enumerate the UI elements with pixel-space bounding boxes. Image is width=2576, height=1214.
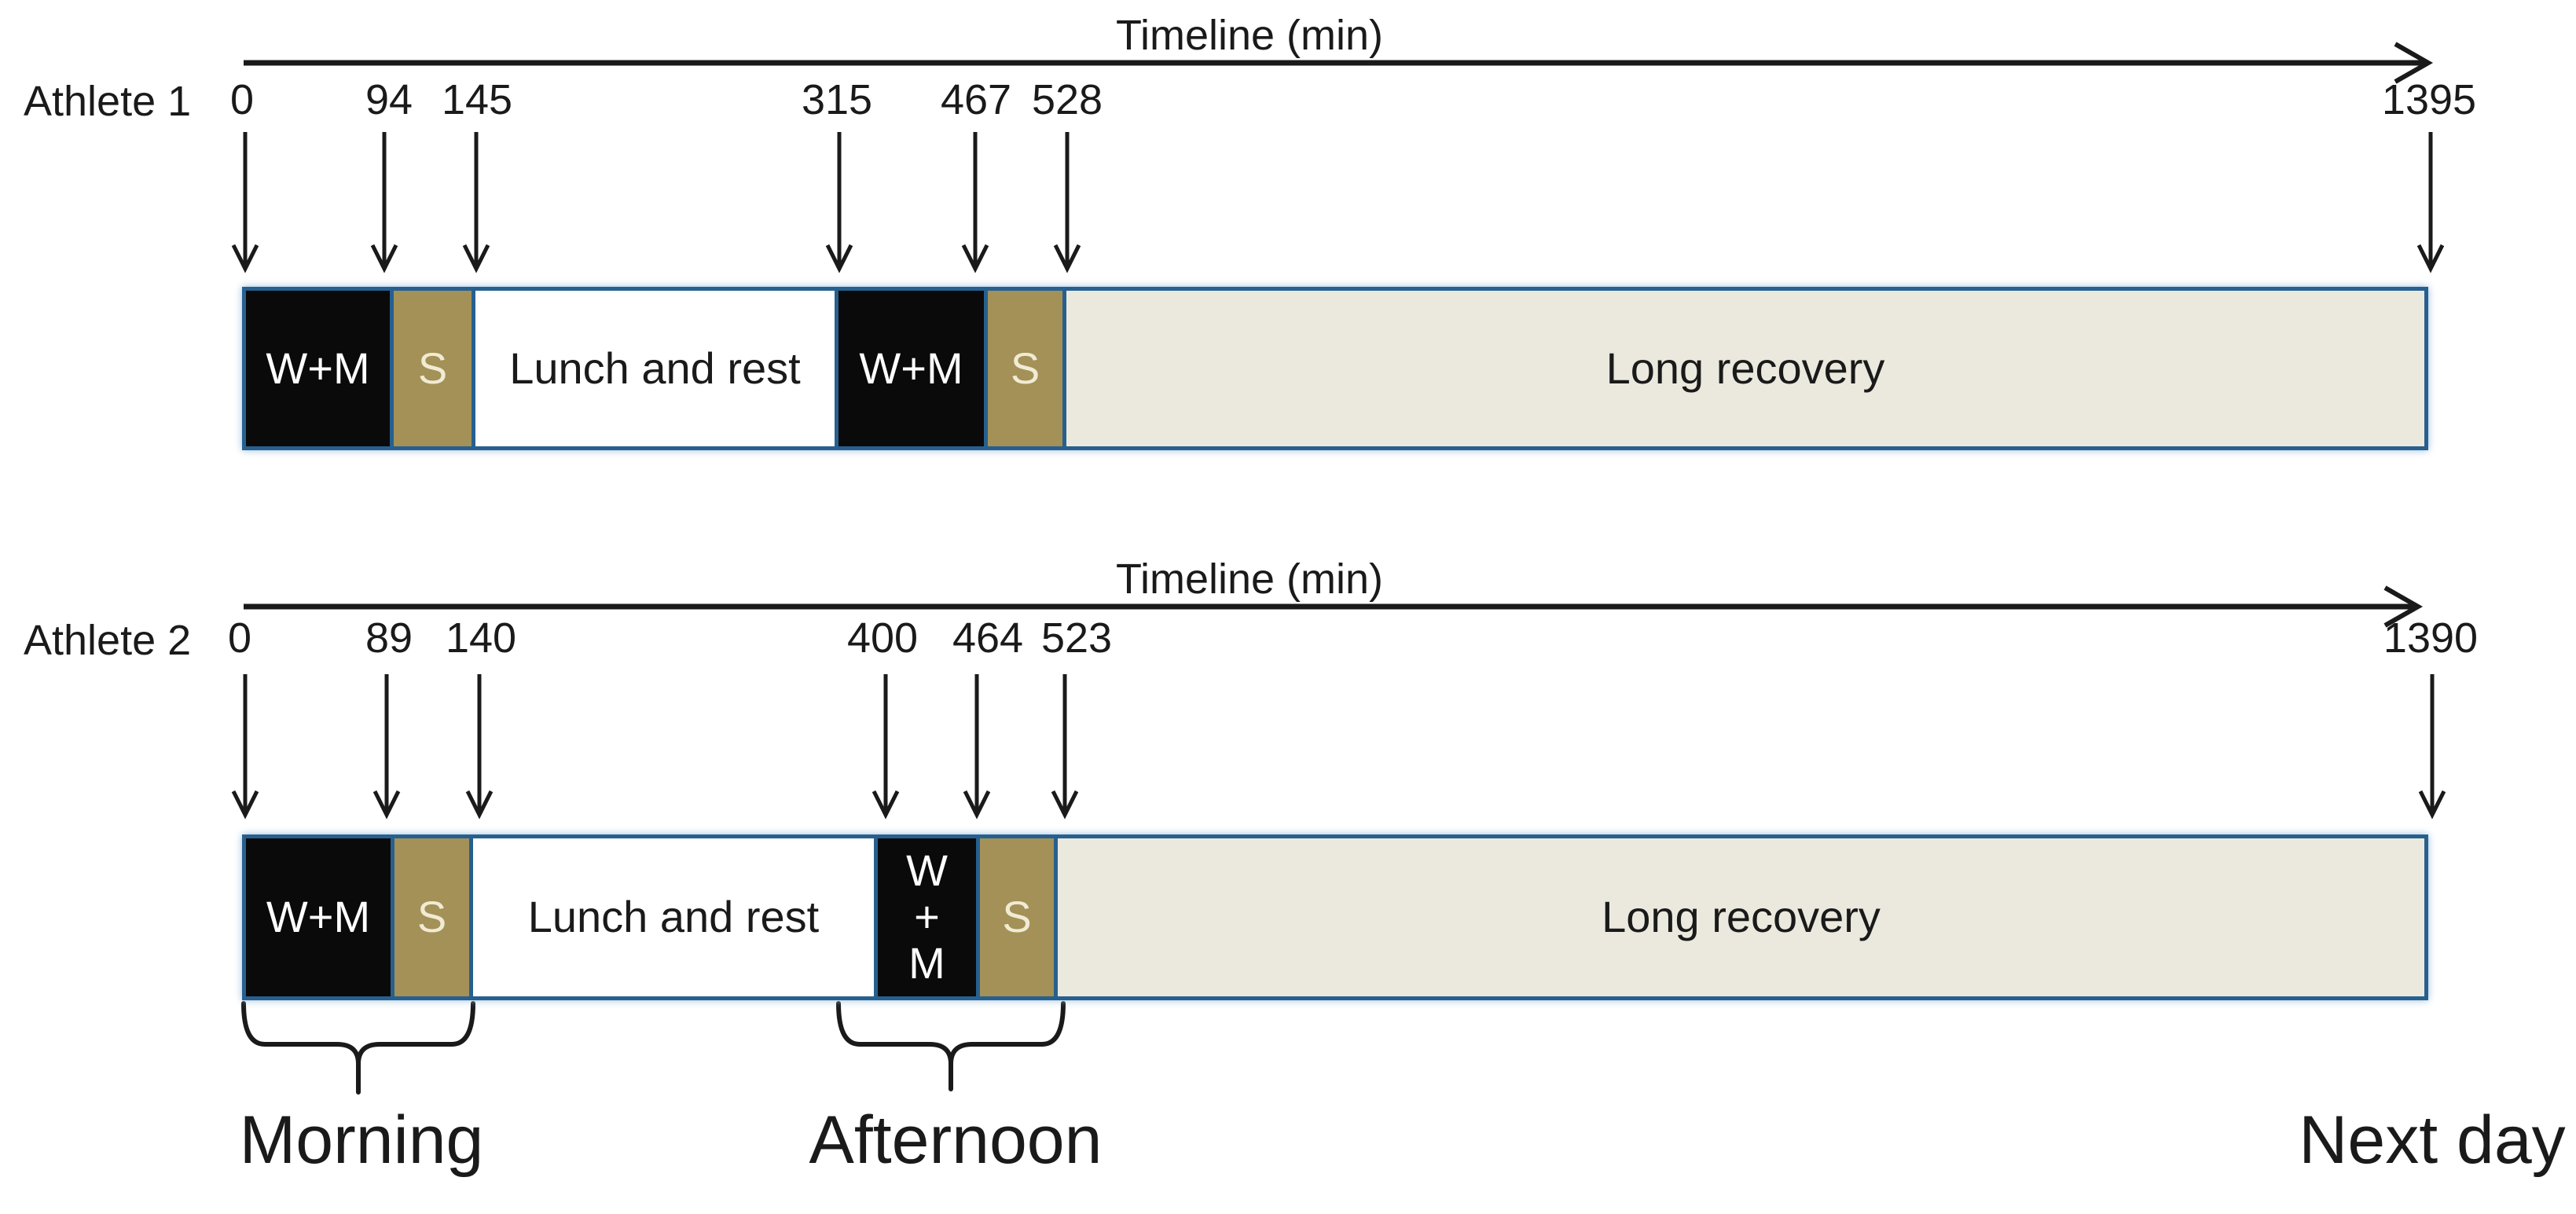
segment-lunch-rest: Lunch and rest (473, 838, 874, 996)
axis-arrowhead-icon (2394, 42, 2434, 84)
time-mark-arrows-athlete2 (231, 674, 2446, 820)
afternoon-brace (836, 1001, 1066, 1091)
segment-warmup-main: W+M (246, 291, 390, 446)
time-mark: 0 (227, 614, 252, 662)
timeline-title-athlete2: Timeline (min) (1115, 556, 1384, 603)
axis-arrowhead-icon (2383, 585, 2424, 628)
time-mark: 528 (1031, 76, 1103, 123)
schedule-bar-athlete1: W+M S Lunch and rest W+M S Long recovery (242, 287, 2428, 450)
segment-lunch-rest: Lunch and rest (475, 291, 835, 446)
segment-stretching: S (394, 838, 469, 996)
time-mark-arrows-athlete1 (231, 132, 2445, 273)
segment-long-recovery: Long recovery (1058, 838, 2424, 996)
segment-long-recovery: Long recovery (1066, 291, 2424, 446)
time-mark: 315 (801, 76, 873, 123)
morning-label: Morning (239, 1102, 484, 1178)
timeline-axis-athlete2 (244, 585, 2424, 628)
time-mark: 0 (229, 76, 255, 123)
time-mark: 464 (952, 614, 1024, 662)
timeline-title-athlete1: Timeline (min) (1115, 12, 1384, 59)
time-mark: 1390 (2383, 614, 2479, 662)
athlete2-label: Athlete 2 (24, 617, 192, 664)
schedule-bar-athlete2: W+M S Lunch and rest W + M S Long recove… (242, 834, 2428, 1000)
segment-warmup-main: W+M (246, 838, 391, 996)
time-mark: 89 (365, 614, 413, 662)
afternoon-label: Afternoon (809, 1102, 1103, 1178)
time-mark: 467 (940, 76, 1012, 123)
segment-warmup-main: W+M (838, 291, 984, 446)
athlete1-label: Athlete 1 (24, 78, 192, 125)
time-mark: 140 (445, 614, 517, 662)
time-mark: 94 (365, 76, 413, 123)
time-mark: 145 (441, 76, 513, 123)
time-mark: 400 (846, 614, 919, 662)
next-day-label: Next day (2299, 1102, 2566, 1178)
segment-stretching: S (988, 291, 1062, 446)
segment-stretching: S (980, 838, 1054, 996)
time-mark: 1395 (2381, 76, 2477, 123)
time-mark: 523 (1040, 614, 1113, 662)
segment-warmup-main: W + M (878, 838, 976, 996)
timeline-axis-athlete1 (244, 42, 2434, 84)
segment-stretching: S (394, 291, 472, 446)
morning-brace (241, 1001, 475, 1095)
